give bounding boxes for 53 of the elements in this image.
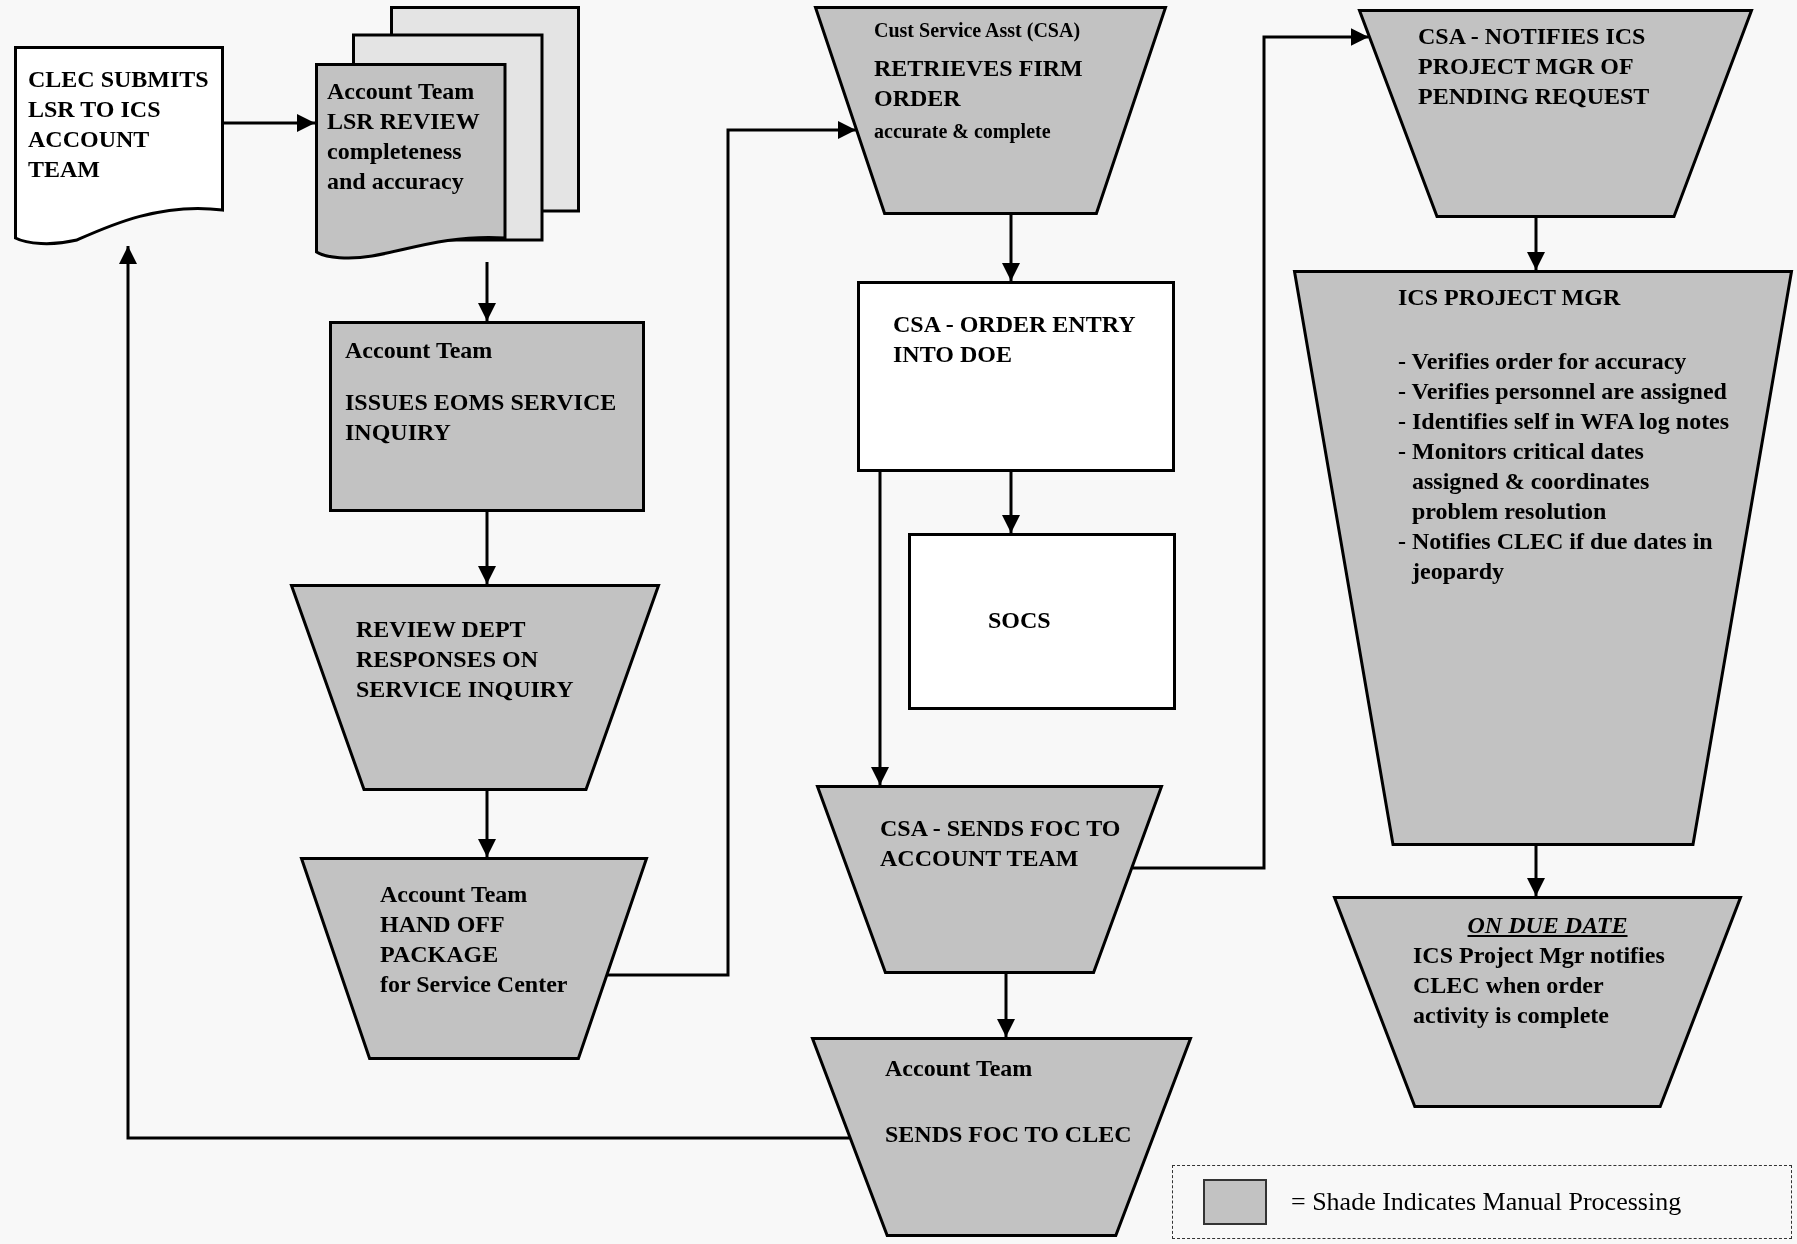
node-text: CSA - NOTIFIES ICS PROJECT MGR OF PENDING REQUEST [1418,22,1651,111]
node-text: RETRIEVES FIRM ORDER [874,54,1084,113]
node-text: - Identifies self in WFA log notes [1398,407,1731,436]
manual-operation-shape [290,584,660,791]
node-text: LSR REVIEW [327,107,481,136]
arrow [997,974,1015,1037]
node-text: CSA - ORDER ENTRY INTO DOE [893,310,1136,369]
arrow [607,121,856,977]
process-box [329,321,645,512]
node-text: Account Team [327,77,476,106]
arrow [478,262,496,321]
node-text: for Service Center [380,970,569,999]
node-text: SENDS FOC TO CLEC [885,1120,1133,1149]
node-text: ICS PROJECT MGR [1398,283,1622,312]
node-text: ICS Project Mgr notifies CLEC when order activity is complete [1413,941,1666,1030]
process-box [857,281,1175,472]
node-text: SOCS [988,606,1052,635]
node-text: Account Team [885,1054,1034,1083]
node-text: ISSUES EOMS SERVICE INQUIRY [345,388,618,447]
arrow [1132,28,1369,870]
node-text: Account Team [345,336,494,365]
arrow [224,114,315,132]
manual-operation-shape [814,6,1167,215]
node-text: completeness and accuracy [327,137,465,196]
arrow [119,246,850,1140]
arrow [478,791,496,857]
legend-text: = Shade Indicates Manual Processing [1291,1187,1682,1217]
node-text: CSA - SENDS FOC TO ACCOUNT TEAM [880,814,1122,873]
node-text: - Verifies personnel are assigned [1398,377,1728,406]
node-text: CLEC SUBMITS LSR TO ICS ACCOUNT TEAM [28,65,210,184]
node-text: - Notifies CLEC if due dates in jeopardy [1398,527,1714,586]
heading-text: ON DUE DATE [1466,911,1629,940]
node-text: Account Team [380,880,529,909]
arrow [1527,218,1545,270]
arrow [1002,472,1020,533]
arrow [1002,215,1020,281]
node-text: - Verifies order for accuracy [1398,347,1688,376]
manual-operation-shape [816,785,1163,974]
arrow [478,512,496,584]
manual-operation-shape [1358,9,1753,218]
manual-operation-shape [1293,270,1793,846]
document-shape [14,46,224,246]
node-text: - Monitors critical dates assigned & coordinates problem resolution [1398,437,1651,526]
manual-operation-shape [811,1037,1192,1237]
node-text: Cust Service Asst (CSA) [874,18,1082,43]
arrow [1527,846,1545,896]
manual-operation-shape [300,857,648,1060]
manual-operation-shape [1333,896,1742,1108]
arrow [871,472,889,785]
multi-document-shape [315,6,580,262]
node-text: REVIEW DEPT RESPONSES ON SERVICE INQUIRY [356,615,575,704]
node-text: accurate & complete [874,119,1052,144]
process-box [908,533,1176,710]
